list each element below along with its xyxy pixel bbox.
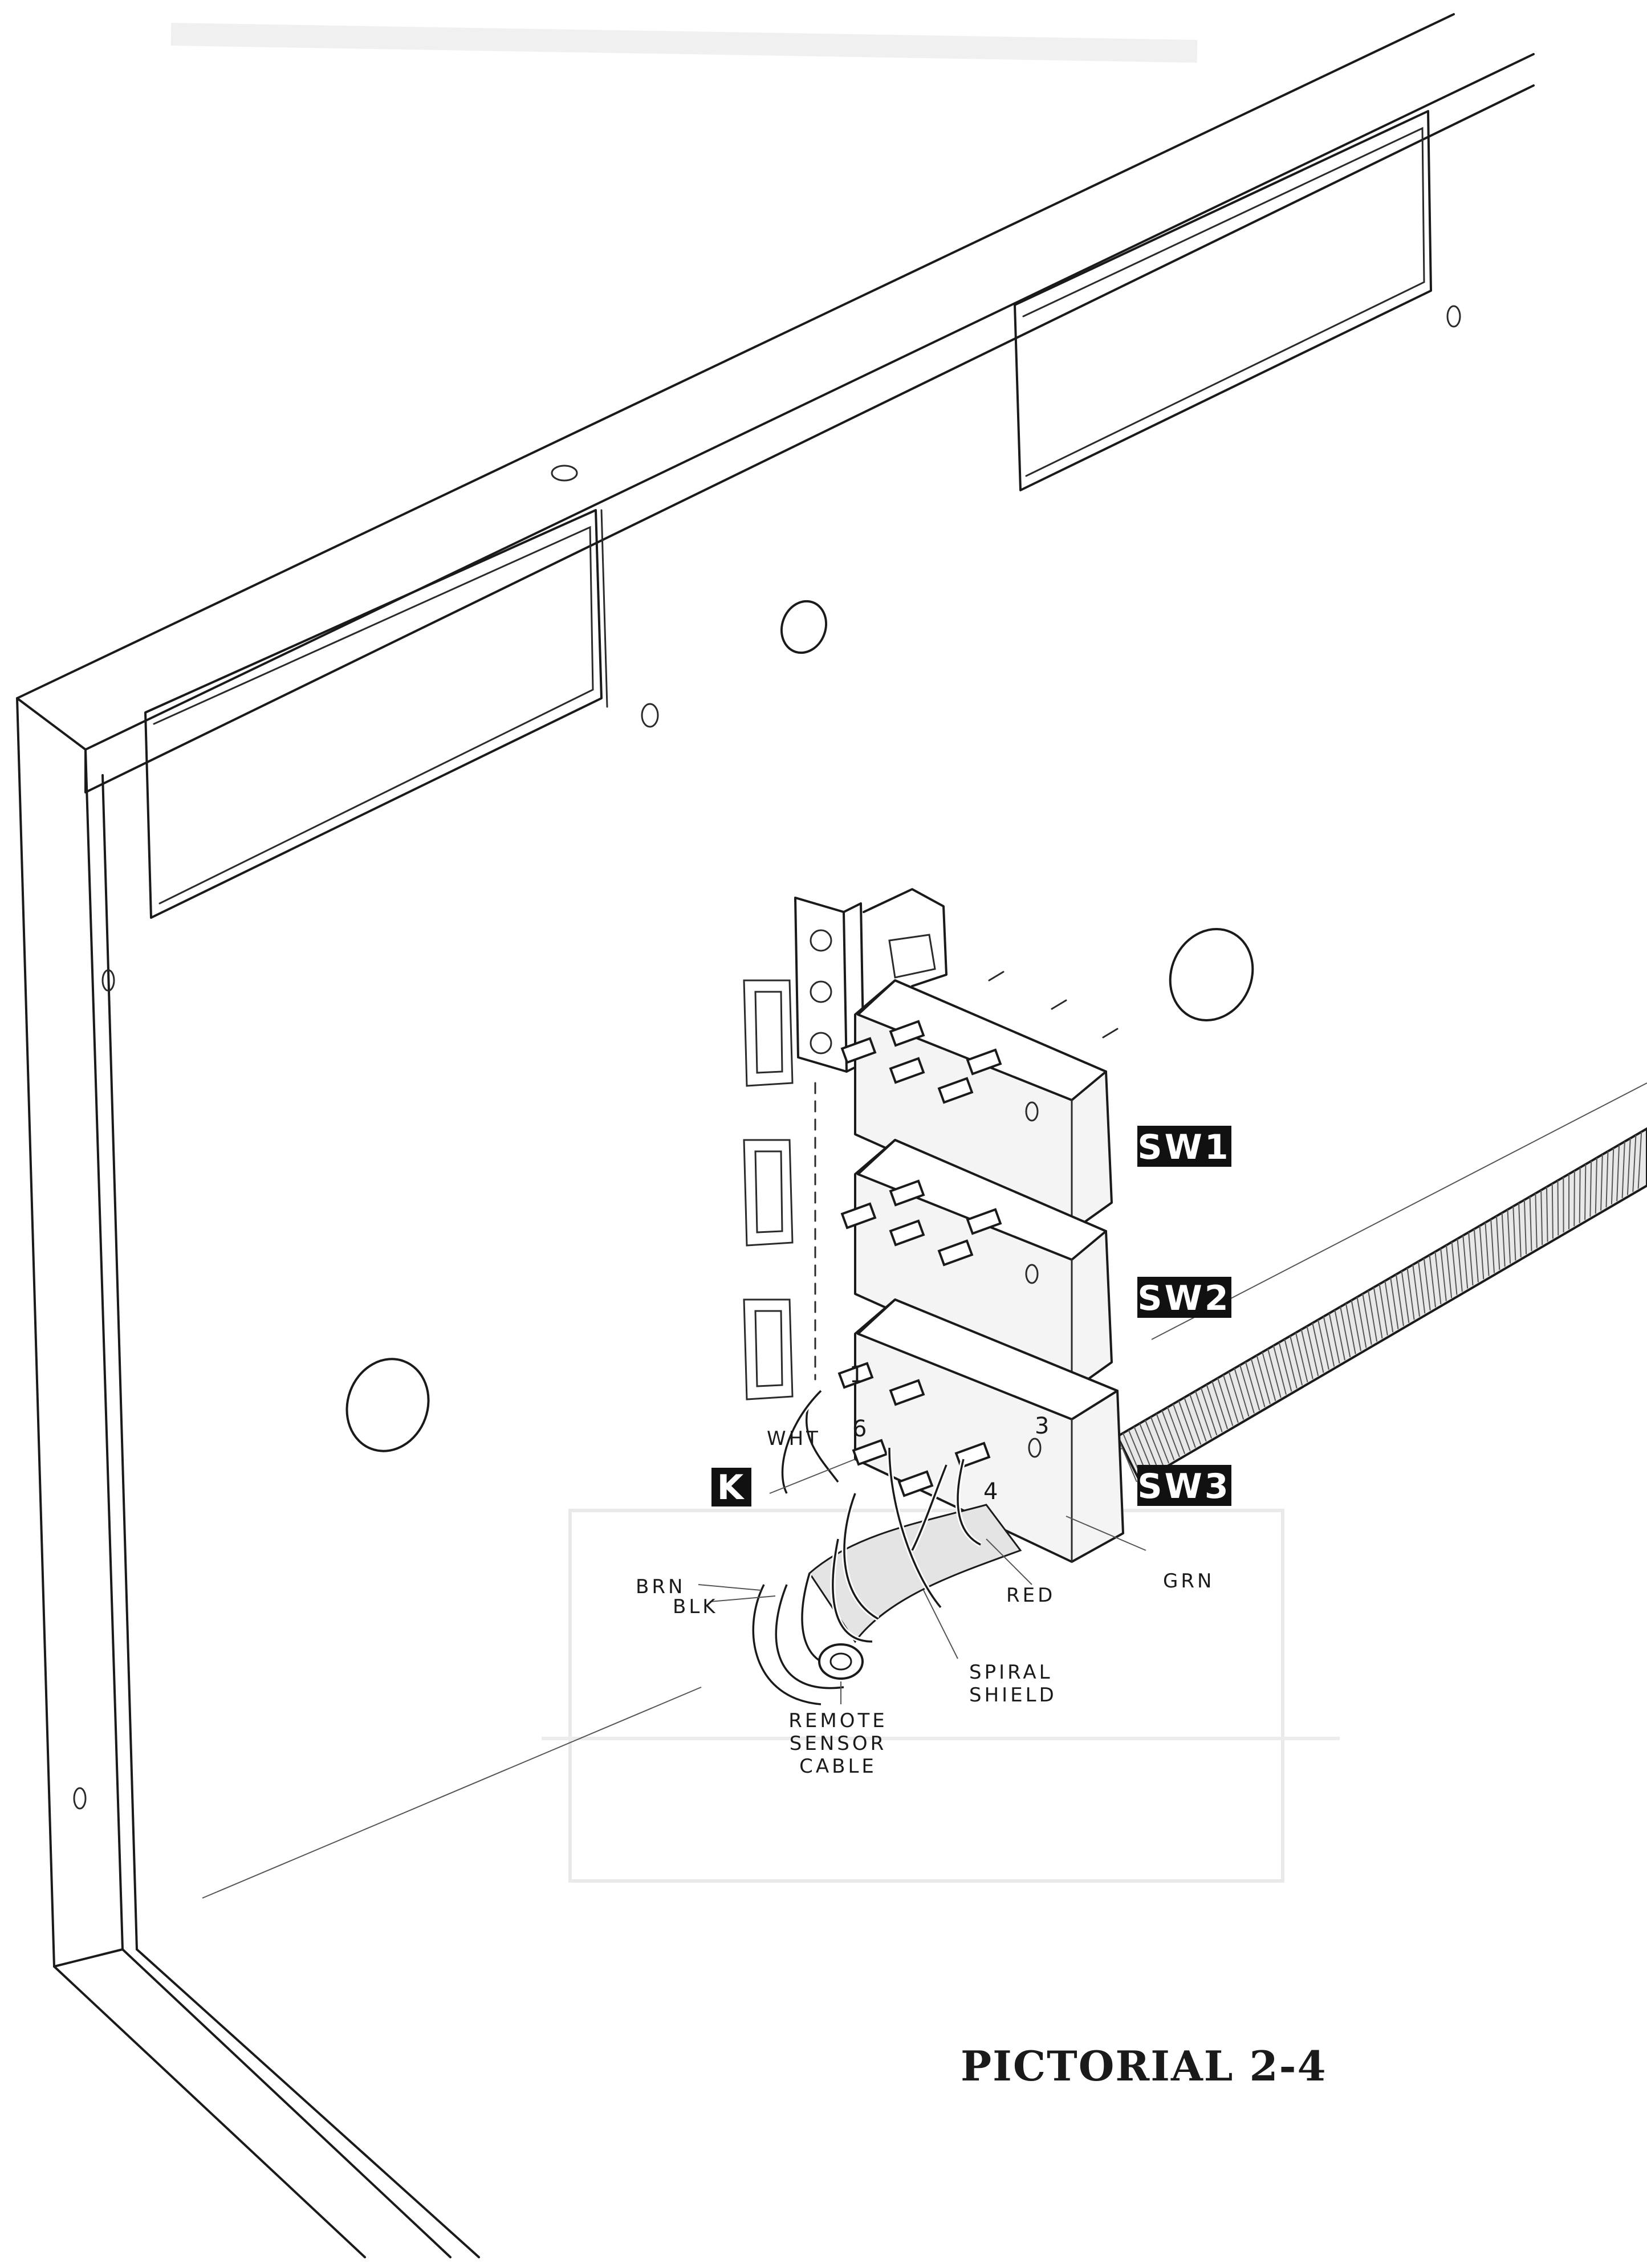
wiring-harness [750,1389,1022,1707]
terminal-3: 3 [1035,1413,1049,1439]
spiral-shield-tube [1116,1127,1647,1484]
tag-sw2: SW2 [1137,1277,1231,1318]
leader-lines [698,1459,1146,1704]
label-wht: WHT [767,1427,821,1450]
switch-sw1 [840,971,1119,1232]
tag-sw2-text: SW2 [1137,1278,1230,1318]
panel-cutouts [144,110,1432,919]
callout-remote-line1: REMOTE [788,1709,887,1732]
tag-sw1: SW1 [1137,1126,1231,1167]
terminal-1: 1 [849,1362,864,1388]
callout-spiral-shield: SPIRAL SHIELD [969,1661,1057,1707]
tag-k-text: K [717,1468,746,1508]
mounting-bracket [743,888,947,1400]
label-blk: BLK [673,1595,718,1618]
tag-k: K [711,1468,751,1508]
callout-remote-sensor-cable: REMOTE SENSOR CABLE [788,1709,887,1778]
terminal-6: 6 [852,1416,867,1442]
callout-spiral-shield-line1: SPIRAL [969,1661,1053,1684]
callout-remote-line3: CABLE [799,1755,877,1778]
figure-caption: PICTORIAL 2-4 [961,2042,1327,2090]
tag-sw3-text: SW3 [1137,1467,1230,1506]
callout-remote-line2: SENSOR [790,1732,886,1755]
label-red: RED [1006,1584,1055,1607]
label-brn: BRN [636,1575,685,1598]
panel-frame [16,13,1535,2258]
terminal-4: 4 [983,1479,998,1505]
tag-sw1-text: SW1 [1137,1127,1230,1167]
label-grn: GRN [1163,1570,1214,1593]
tag-sw3: SW3 [1137,1465,1231,1506]
callout-spiral-shield-line2: SHIELD [969,1684,1057,1707]
panel-holes [345,600,1254,1452]
switch-sw3 [837,1298,1124,1563]
switch-sw2 [840,1139,1113,1392]
